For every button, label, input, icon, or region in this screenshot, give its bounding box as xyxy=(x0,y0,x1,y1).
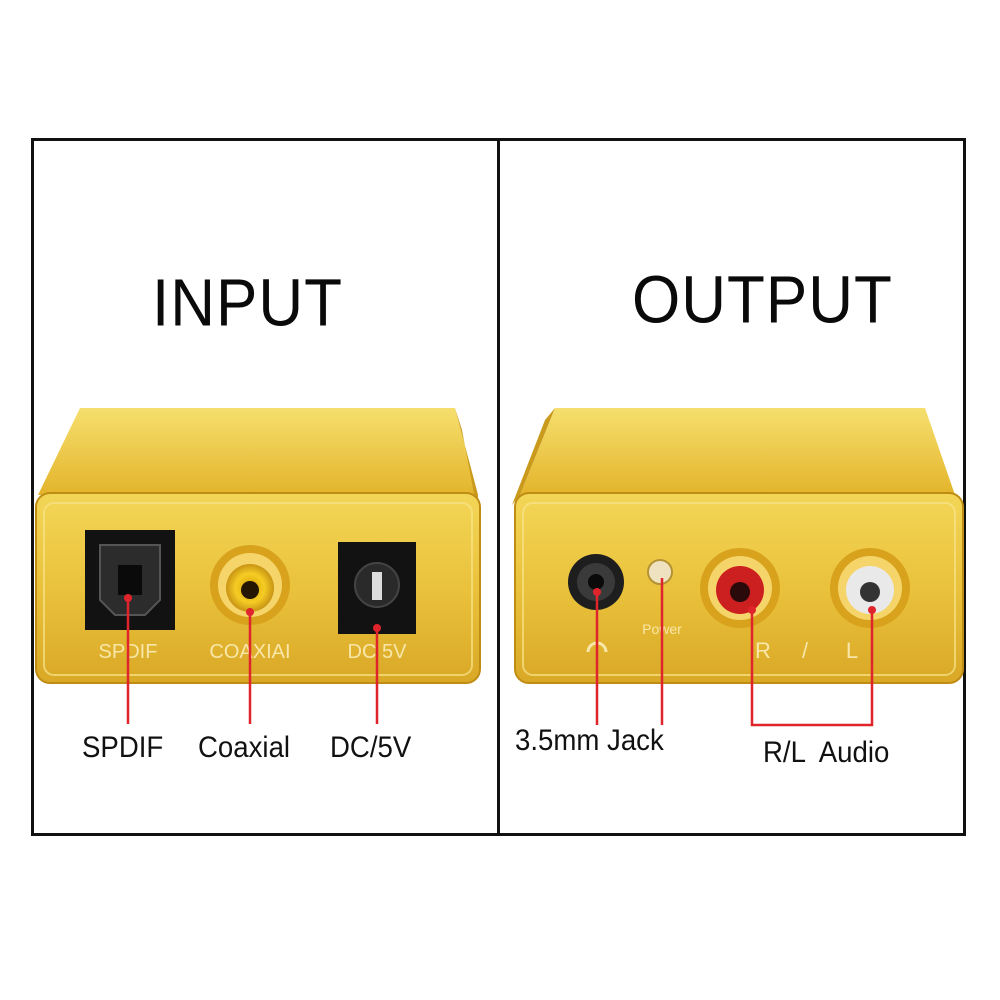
label-slash-printed: / xyxy=(802,638,809,663)
label-l-printed: L xyxy=(846,638,858,663)
callout-audio: R/L Audio xyxy=(763,736,890,769)
output-device: Power R / L xyxy=(512,408,964,727)
dc-port xyxy=(338,542,416,634)
callout-dc: DC/5V xyxy=(330,731,412,764)
rca-right-port xyxy=(700,548,780,628)
input-callout-lines xyxy=(126,598,379,724)
callout-jack: 3.5mm Jack xyxy=(515,724,664,757)
optical-port xyxy=(85,530,175,630)
coaxial-port xyxy=(210,545,290,625)
input-device-top xyxy=(38,408,478,495)
headphone-jack xyxy=(568,554,624,610)
input-title: INPUT xyxy=(152,266,343,341)
output-title: OUTPUT xyxy=(632,263,893,338)
callout-coaxial: Coaxial xyxy=(198,731,291,764)
panel-divider xyxy=(497,138,500,836)
rca-left-port xyxy=(830,548,910,628)
label-r-printed: R xyxy=(755,638,771,663)
output-callout-lines xyxy=(595,578,874,727)
output-device-top xyxy=(520,408,955,495)
input-device: SPDIF COAXIAI DC 5V xyxy=(35,408,481,724)
callout-spdif: SPDIF xyxy=(82,731,164,764)
power-led xyxy=(647,559,673,585)
